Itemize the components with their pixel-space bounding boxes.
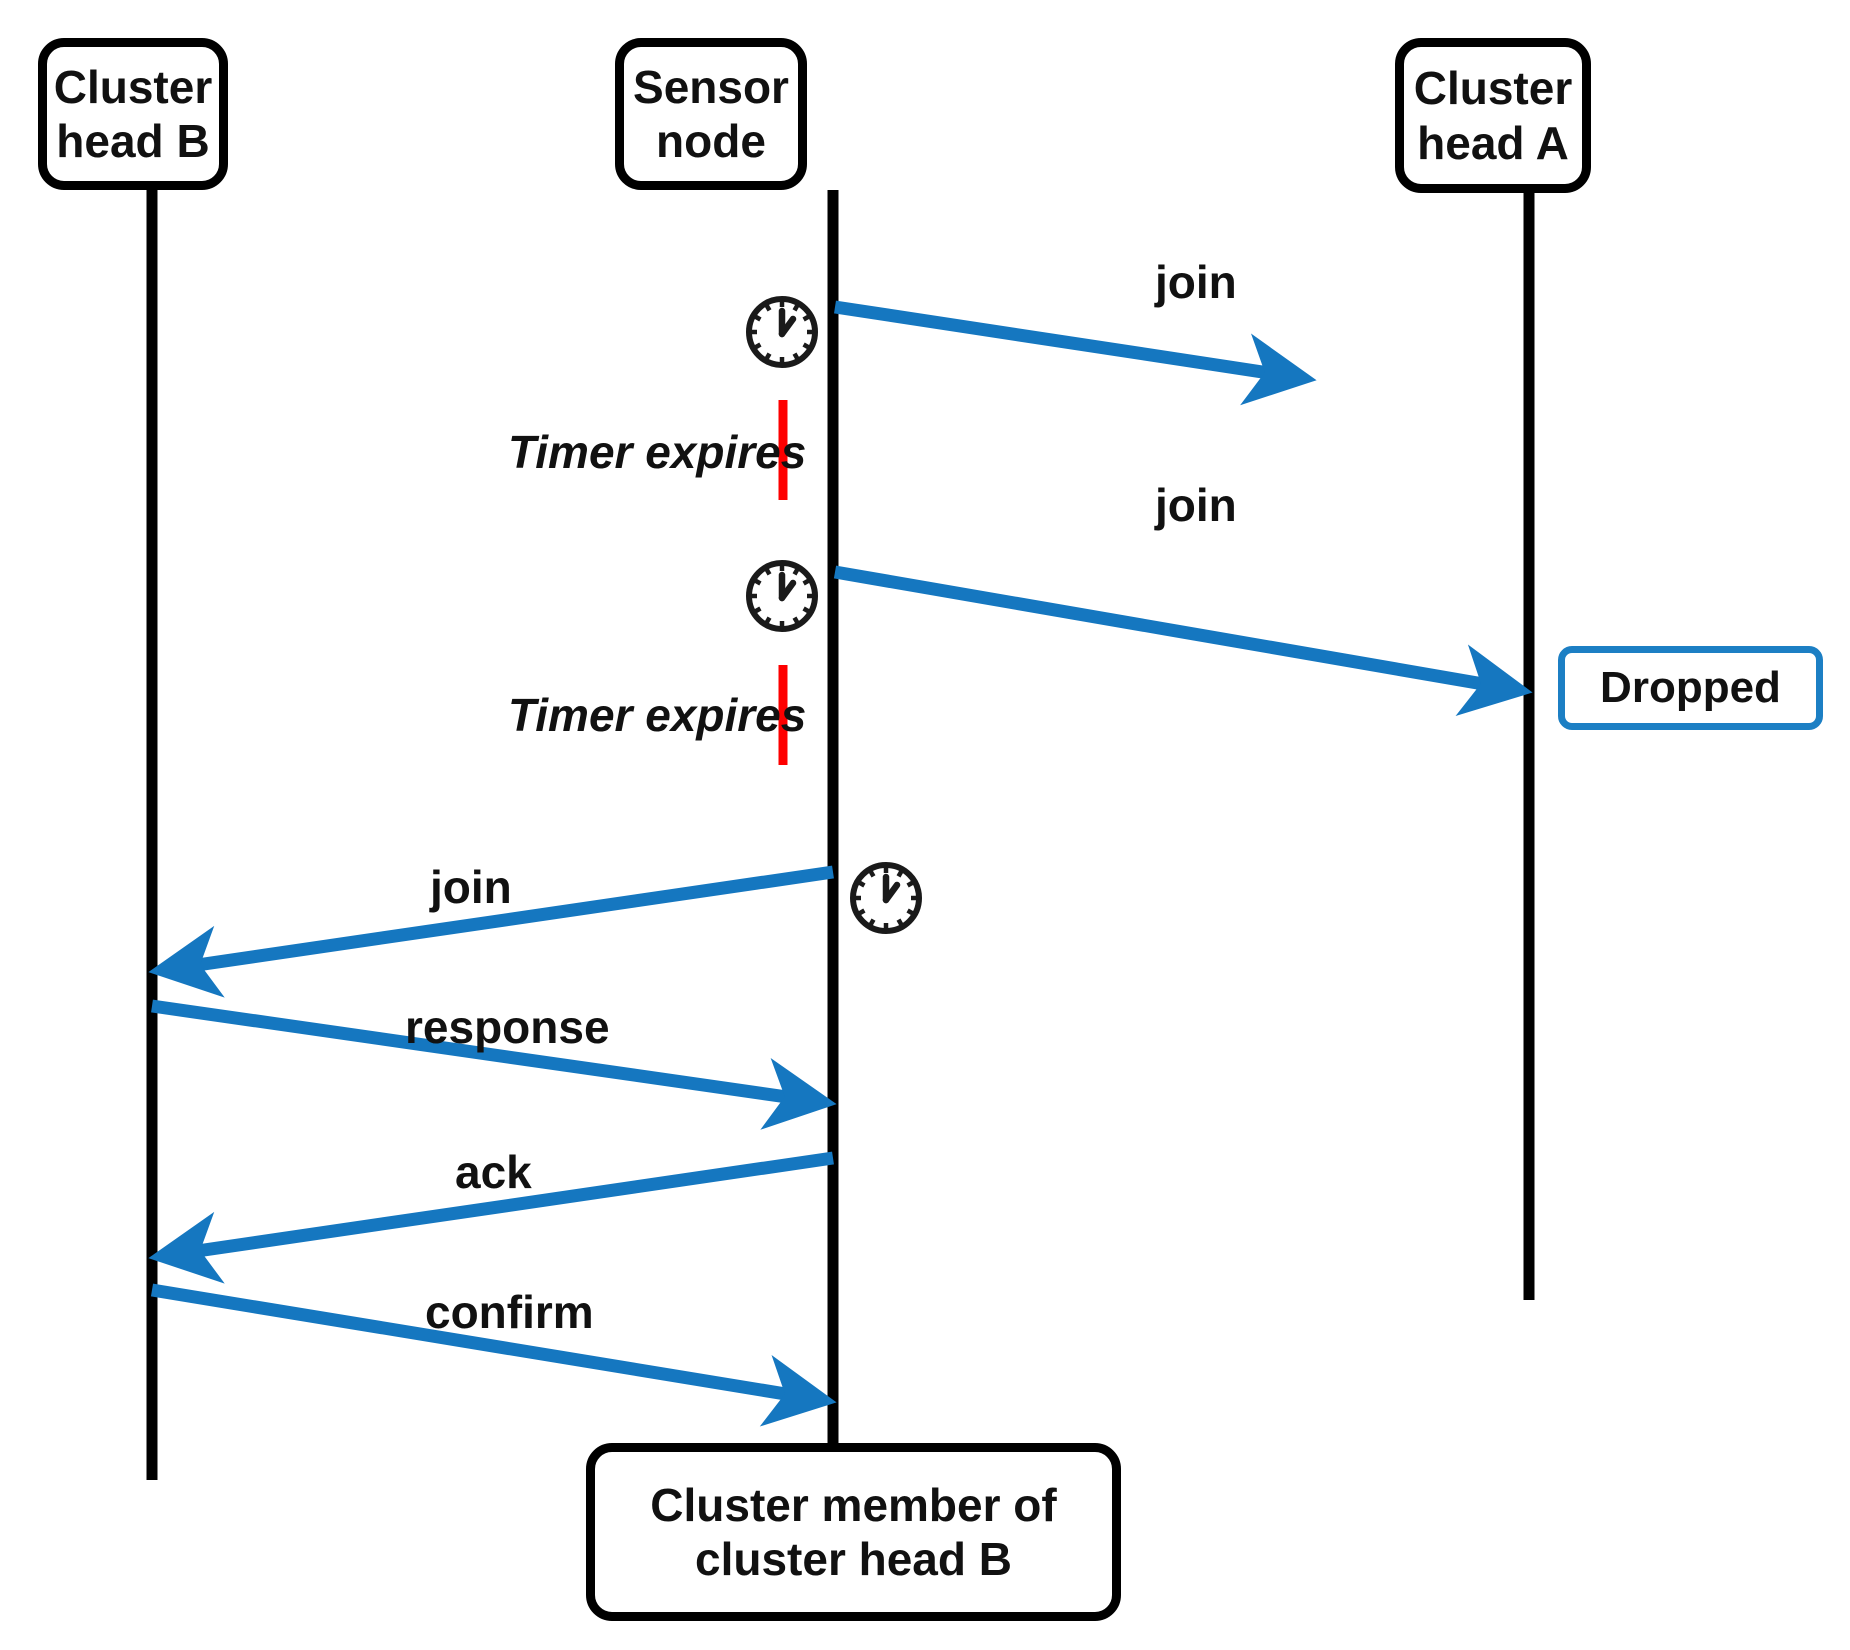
clock-icon: [850, 862, 922, 934]
timer-expires-label-1: Timer expires: [508, 426, 807, 478]
participant-box-cluster-head-b[interactable]: Cluster head B: [38, 38, 228, 190]
participant-box-cluster-member[interactable]: Cluster member of cluster head B: [586, 1443, 1121, 1621]
participant-label-line2: node: [656, 115, 766, 167]
message-arrow-join3: [148, 865, 834, 998]
participant-box-sensor-node[interactable]: Sensor node: [615, 38, 807, 190]
dropped-status-box[interactable]: Dropped: [1558, 646, 1823, 730]
cluster-member-label-line1: Cluster member of: [650, 1478, 1057, 1531]
message-arrow-response: [151, 999, 837, 1130]
message-label-response: response: [405, 1001, 610, 1053]
participant-label-line2: head B: [56, 115, 210, 167]
message-label-join-2: join: [1155, 479, 1237, 531]
participant-label-line1: Sensor: [633, 60, 789, 113]
message-label-join-3: join: [430, 861, 512, 913]
cluster-member-label-line2: cluster head B: [695, 1533, 1012, 1585]
message-arrow-join1: [834, 300, 1317, 406]
message-arrow-ack: [148, 1151, 834, 1284]
dropped-label: Dropped: [1600, 663, 1781, 712]
participant-label-line2: head A: [1417, 116, 1569, 169]
clock-icon: [746, 560, 818, 632]
participant-label-line1: Cluster: [53, 60, 213, 113]
message-label-ack: ack: [455, 1146, 532, 1198]
participant-box-cluster-head-a[interactable]: Cluster head A: [1395, 38, 1591, 193]
message-arrow-confirm: [150, 1283, 837, 1427]
message-label-join-1: join: [1155, 256, 1237, 308]
message-arrow-join2: [833, 565, 1533, 717]
clock-icon: [746, 296, 818, 368]
timer-expires-label-2: Timer expires: [508, 689, 807, 741]
participant-label-line1: Cluster: [1413, 62, 1573, 115]
message-label-confirm: confirm: [425, 1286, 594, 1338]
